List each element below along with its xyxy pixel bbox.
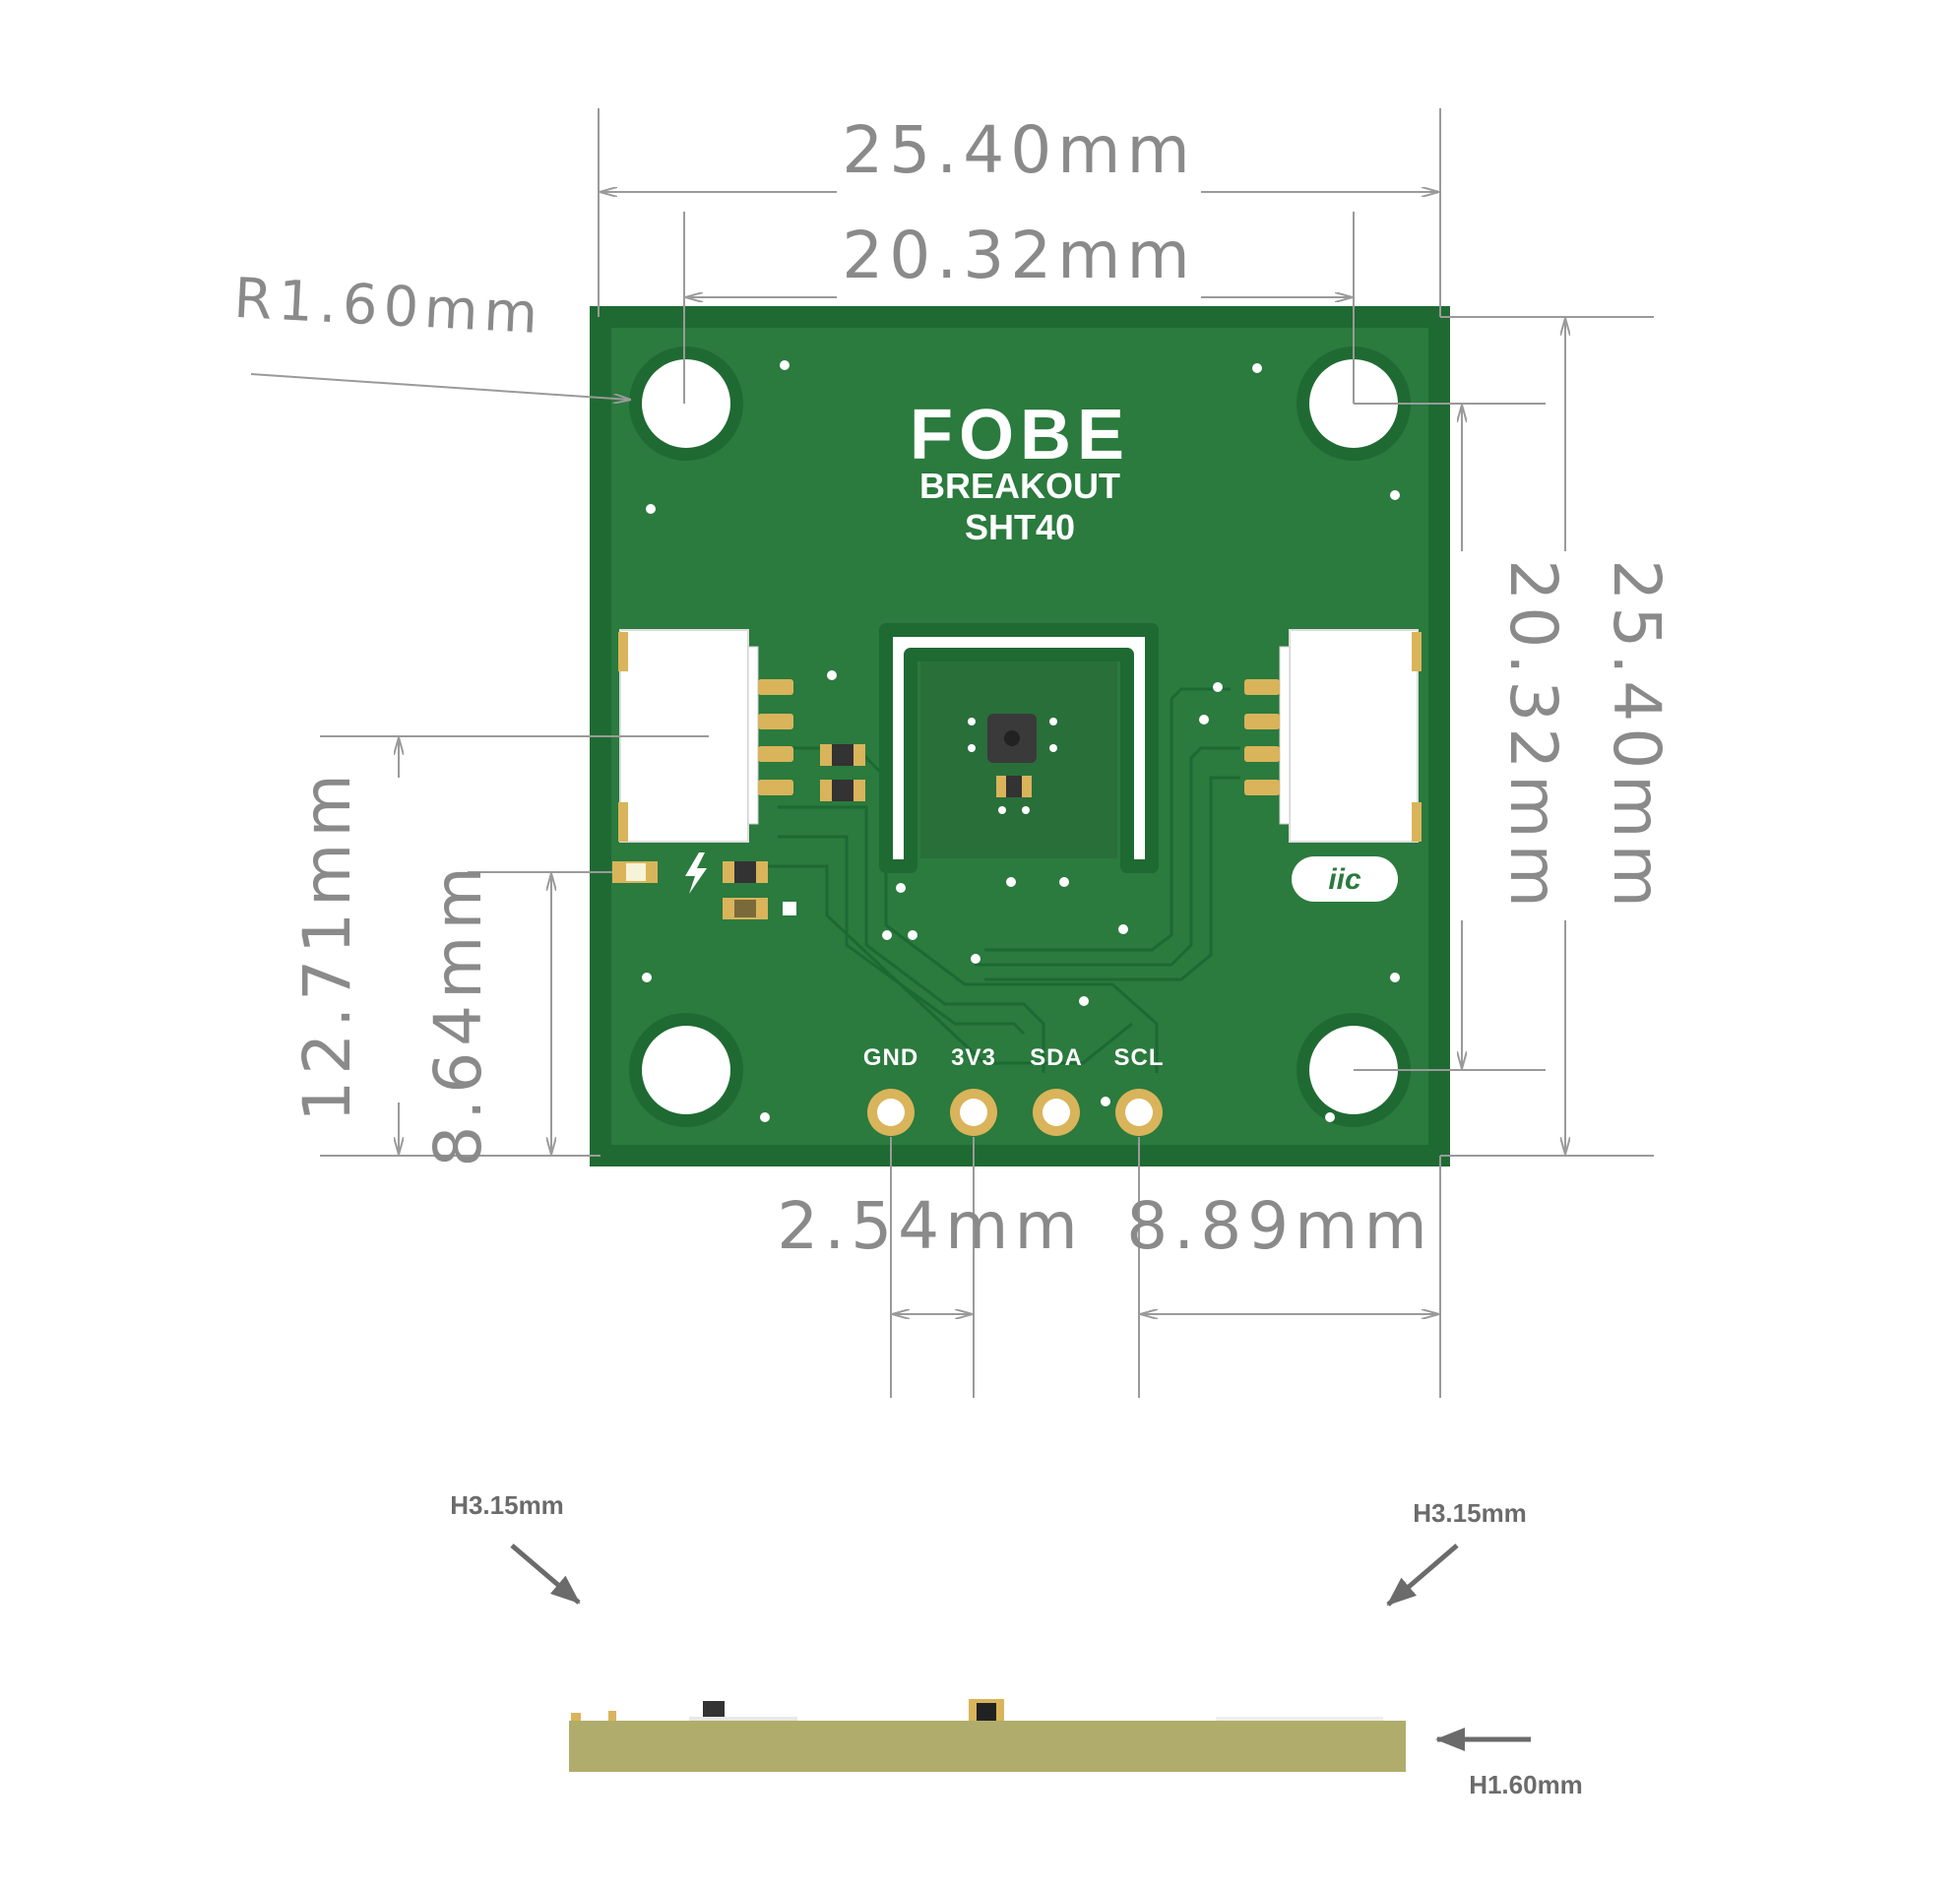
right-connector	[1244, 629, 1422, 843]
dim-height-holes: 20.32mm	[1495, 559, 1571, 914]
mount-hole-bottom-left	[642, 1026, 730, 1114]
dim-pin-pitch: 2.54mm	[777, 1188, 1084, 1264]
pin-label-scl: SCL	[1114, 1044, 1165, 1071]
model-name: SHT40	[965, 507, 1075, 547]
side-arrow-right	[1386, 1544, 1459, 1606]
product-line: BREAKOUT	[919, 466, 1120, 506]
dim-connector-height: 12.71mm	[289, 768, 365, 1122]
dimension-lines	[250, 108, 1654, 1398]
vias	[642, 360, 1400, 1122]
dim-height-outer: 25.40mm	[1599, 559, 1675, 914]
passive-components	[612, 744, 865, 919]
pcb-side-view: H3.15mm H3.15mm H1.60mm	[450, 1490, 1583, 1799]
pcb-side-profile	[569, 1721, 1406, 1772]
dimension-labels: 25.40mm 20.32mm R1.60mm 25.40mm 20.32mm …	[232, 112, 1675, 1264]
pin-label-gnd: GND	[863, 1044, 918, 1071]
side-height-left: H3.15mm	[450, 1490, 564, 1520]
dim-pin-offset: 8.89mm	[1126, 1188, 1433, 1264]
pcb-top-view: FOBE BREAKOUT SHT40	[590, 306, 1450, 1166]
pin-label-sda: SDA	[1030, 1044, 1083, 1071]
mount-hole-top-left	[642, 359, 730, 448]
mounting-holes	[629, 346, 1411, 1127]
power-lightning-icon	[685, 852, 707, 894]
dim-width-outer: 25.40mm	[842, 112, 1196, 188]
dim-corner-radius: R1.60mm	[232, 267, 545, 346]
side-pcb-thickness: H1.60mm	[1469, 1770, 1583, 1799]
side-height-right: H3.15mm	[1413, 1498, 1527, 1528]
logo-block: FOBE BREAKOUT SHT40	[910, 396, 1130, 547]
dim-width-holes: 20.32mm	[842, 218, 1196, 293]
dim-led-height: 8.64mm	[420, 860, 496, 1167]
pin-label-3v3: 3V3	[951, 1044, 996, 1071]
header-pads	[867, 1089, 1163, 1136]
pin-labels: GND 3V3 SDA SCL	[863, 1044, 1165, 1071]
iic-badge: iic	[1292, 856, 1398, 902]
brand-logo: FOBE	[910, 396, 1130, 474]
side-arrow-left	[510, 1544, 581, 1605]
sensor-area	[879, 623, 1159, 873]
svg-text:iic: iic	[1328, 863, 1361, 896]
